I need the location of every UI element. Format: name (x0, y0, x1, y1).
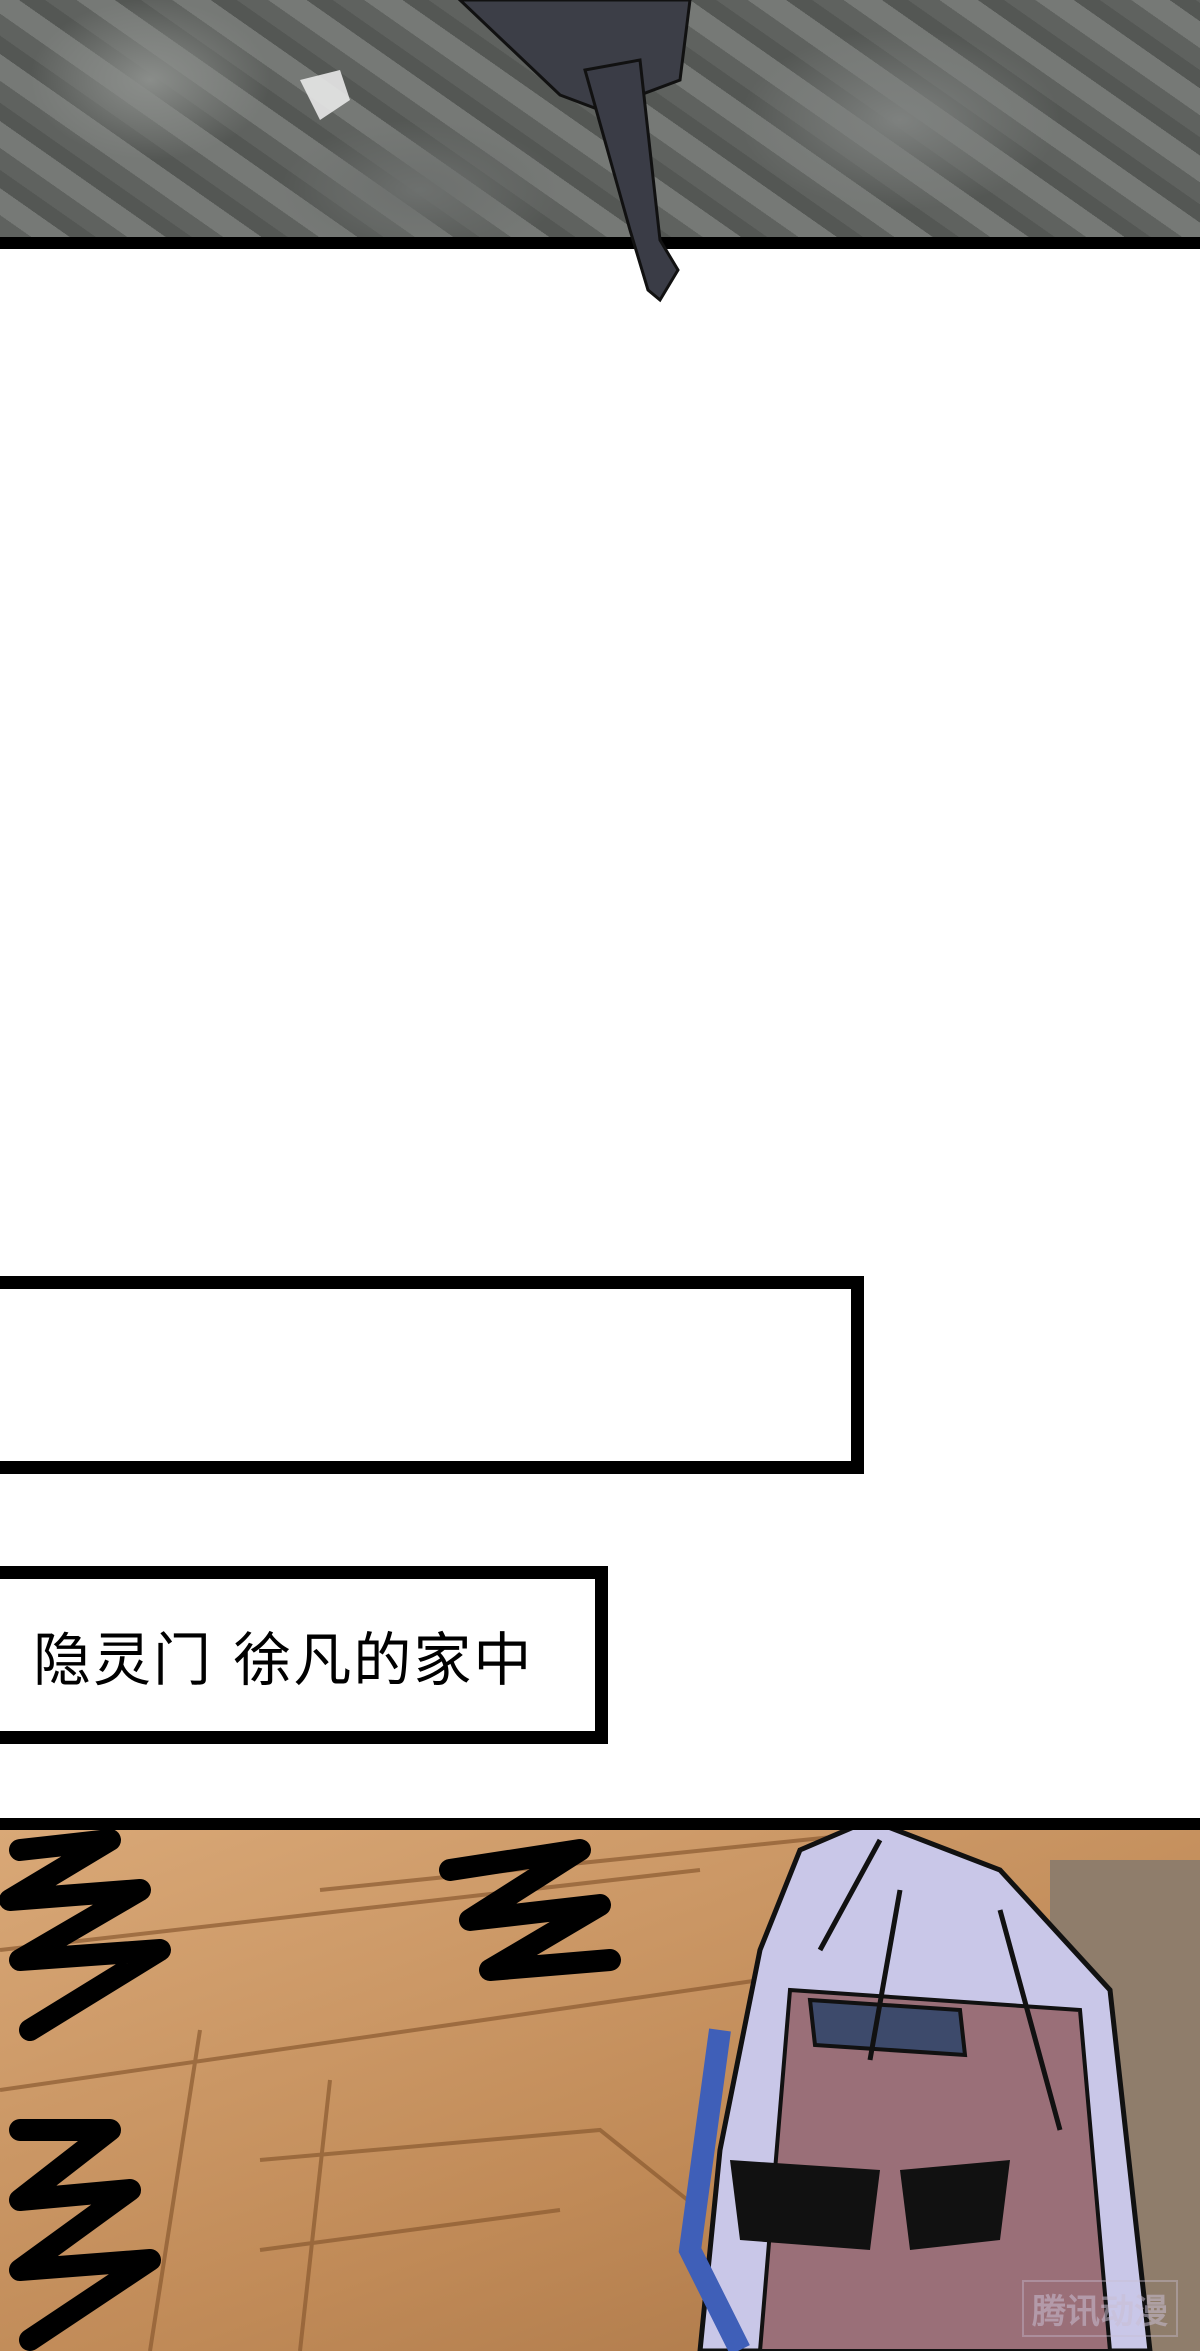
watermark-logo: 腾讯动漫 (1022, 2280, 1178, 2337)
sunglasses (730, 2160, 1010, 2250)
panel-border (0, 1818, 1200, 1830)
character (678, 1830, 1153, 2351)
character-panel: 腾讯动漫 (0, 1830, 1200, 2351)
panel-border (0, 237, 1200, 249)
headband (807, 1997, 968, 2058)
wooden-ceiling (0, 1830, 901, 2351)
location-caption-text: 隐灵门 徐凡的家中 (33, 1626, 534, 1694)
shake-lines (0, 1830, 621, 2351)
empty-caption-box (0, 1276, 864, 1474)
location-caption-box: 隐灵门 徐凡的家中 (0, 1566, 608, 1744)
figure-leg-overhang (583, 58, 680, 303)
character-illustration (0, 1830, 1200, 2351)
